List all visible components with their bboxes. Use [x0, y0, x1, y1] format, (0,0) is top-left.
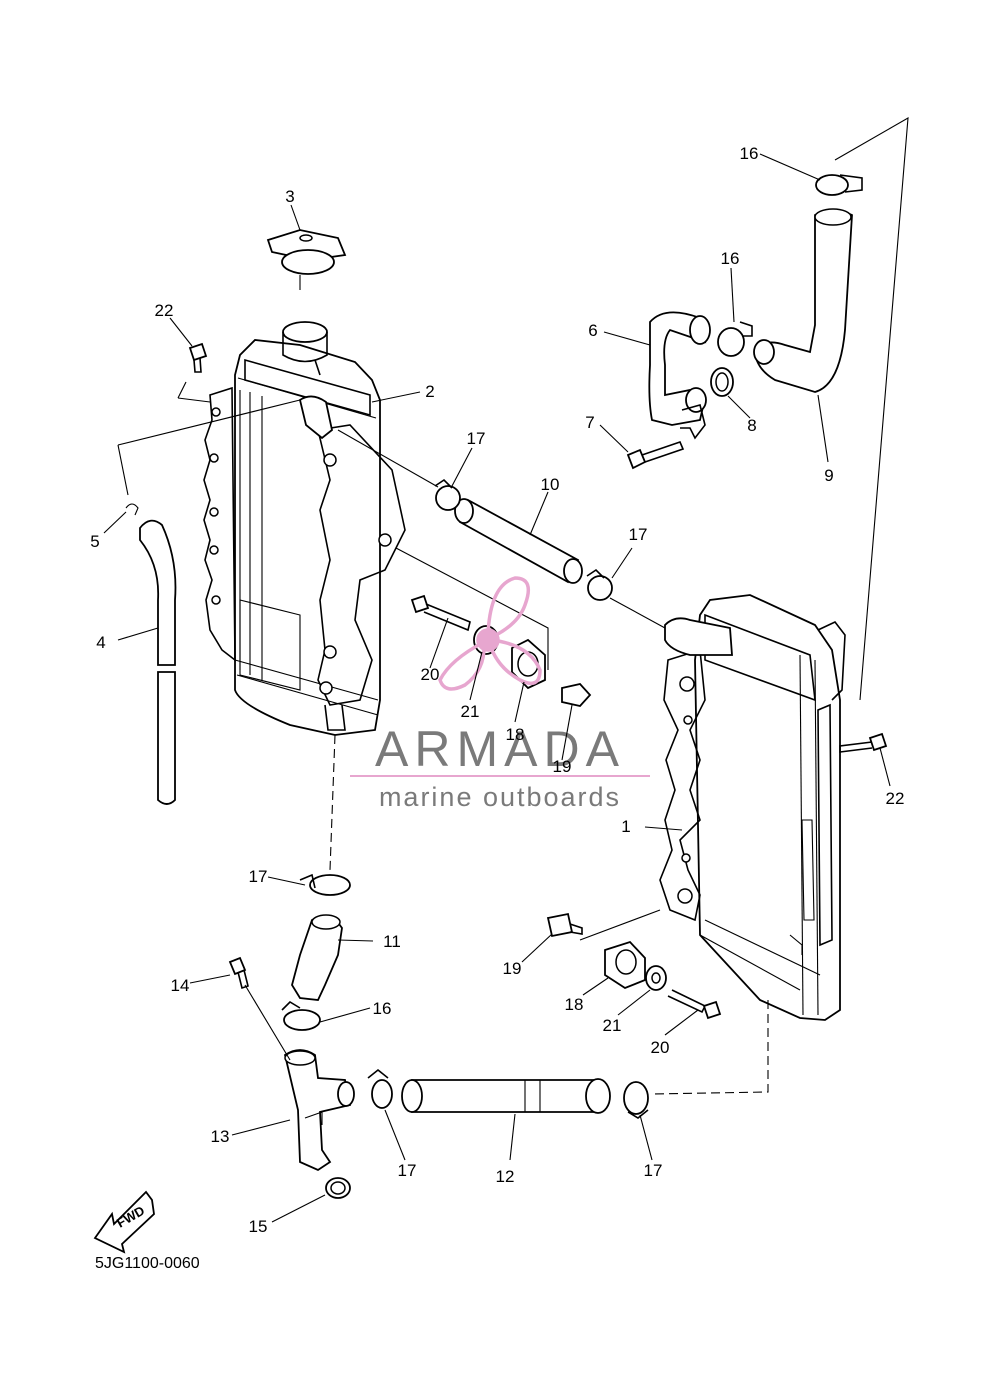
callout-5: 5 [90, 532, 99, 551]
clamp-17-a [434, 478, 461, 511]
right-radiator [659, 594, 846, 1021]
clamp-16-low [281, 1000, 321, 1031]
callout-19-upper: 19 [553, 757, 572, 776]
callout-3: 3 [285, 187, 294, 206]
callout-18-upper: 18 [506, 725, 525, 744]
callout-17-e: 17 [644, 1161, 663, 1180]
damper-set-lower [546, 912, 722, 1020]
callout-11: 11 [383, 932, 401, 951]
callout-19-lower: 19 [503, 959, 522, 978]
clamp-16-mid [717, 321, 753, 357]
fwd-arrow-icon: FWD [93, 1190, 155, 1254]
callout-15: 15 [249, 1217, 268, 1236]
o-ring-8 [710, 367, 734, 397]
o-ring-15 [325, 1177, 351, 1199]
callout-22-right: 22 [886, 789, 905, 808]
hose-10 [454, 498, 583, 584]
callout-1: 1 [621, 817, 630, 836]
left-radiator [203, 321, 406, 736]
callout-17-b: 17 [629, 525, 648, 544]
leader-lines [103, 153, 891, 1223]
callout-2: 2 [425, 382, 434, 401]
hose-4 [125, 503, 177, 805]
callout-20-lower: 20 [651, 1038, 670, 1057]
callout-20-upper: 20 [421, 665, 440, 684]
watermark-brand: ARMADA [375, 721, 625, 777]
hose-11 [291, 914, 343, 1001]
callout-10: 10 [541, 475, 560, 494]
bolt-22-left [188, 342, 208, 373]
bolt-22-right [839, 732, 888, 753]
bolt-7 [626, 441, 685, 470]
callout-16-mid: 16 [721, 249, 740, 268]
damper-set-upper [410, 594, 592, 707]
clamp-17-c [299, 873, 351, 896]
hose-6 [648, 311, 711, 440]
joint-13 [283, 1049, 355, 1172]
radiator-cap [266, 229, 347, 290]
callout-18-lower: 18 [565, 995, 584, 1014]
hose-12 [401, 1078, 611, 1114]
callout-17-a: 17 [467, 429, 486, 448]
callout-8: 8 [747, 416, 756, 435]
diagram-code: 5JG1100-0060 [95, 1255, 200, 1272]
callout-4: 4 [96, 633, 105, 652]
clamp-16-top [815, 174, 863, 196]
armada-watermark: ARMADA marine outboards [350, 576, 650, 812]
callout-16-top: 16 [740, 144, 759, 163]
callout-17-d: 17 [398, 1161, 417, 1180]
clamp-17-d [367, 1068, 393, 1109]
callout-21-lower: 21 [603, 1016, 622, 1035]
callout-17-c: 17 [249, 867, 268, 886]
callout-16-low: 16 [373, 999, 392, 1018]
callout-6: 6 [588, 321, 597, 340]
propeller-logo [438, 576, 542, 691]
hose-9 [753, 208, 853, 393]
callout-21-upper: 21 [461, 702, 480, 721]
callout-22-left: 22 [155, 301, 174, 320]
clamp-17-e [623, 1081, 649, 1119]
clamp-17-b [586, 568, 613, 601]
callout-numbers: 1 2 3 4 5 6 7 8 9 10 11 12 13 14 15 16 1… [90, 144, 904, 1236]
bolt-14 [228, 956, 249, 990]
assembly-lines [117, 117, 909, 1095]
callout-12: 12 [496, 1167, 515, 1186]
callout-7: 7 [585, 413, 594, 432]
callout-9: 9 [824, 466, 833, 485]
callout-13: 13 [211, 1127, 230, 1146]
watermark-tagline: marine outboards [379, 782, 621, 812]
callout-14: 14 [171, 976, 190, 995]
